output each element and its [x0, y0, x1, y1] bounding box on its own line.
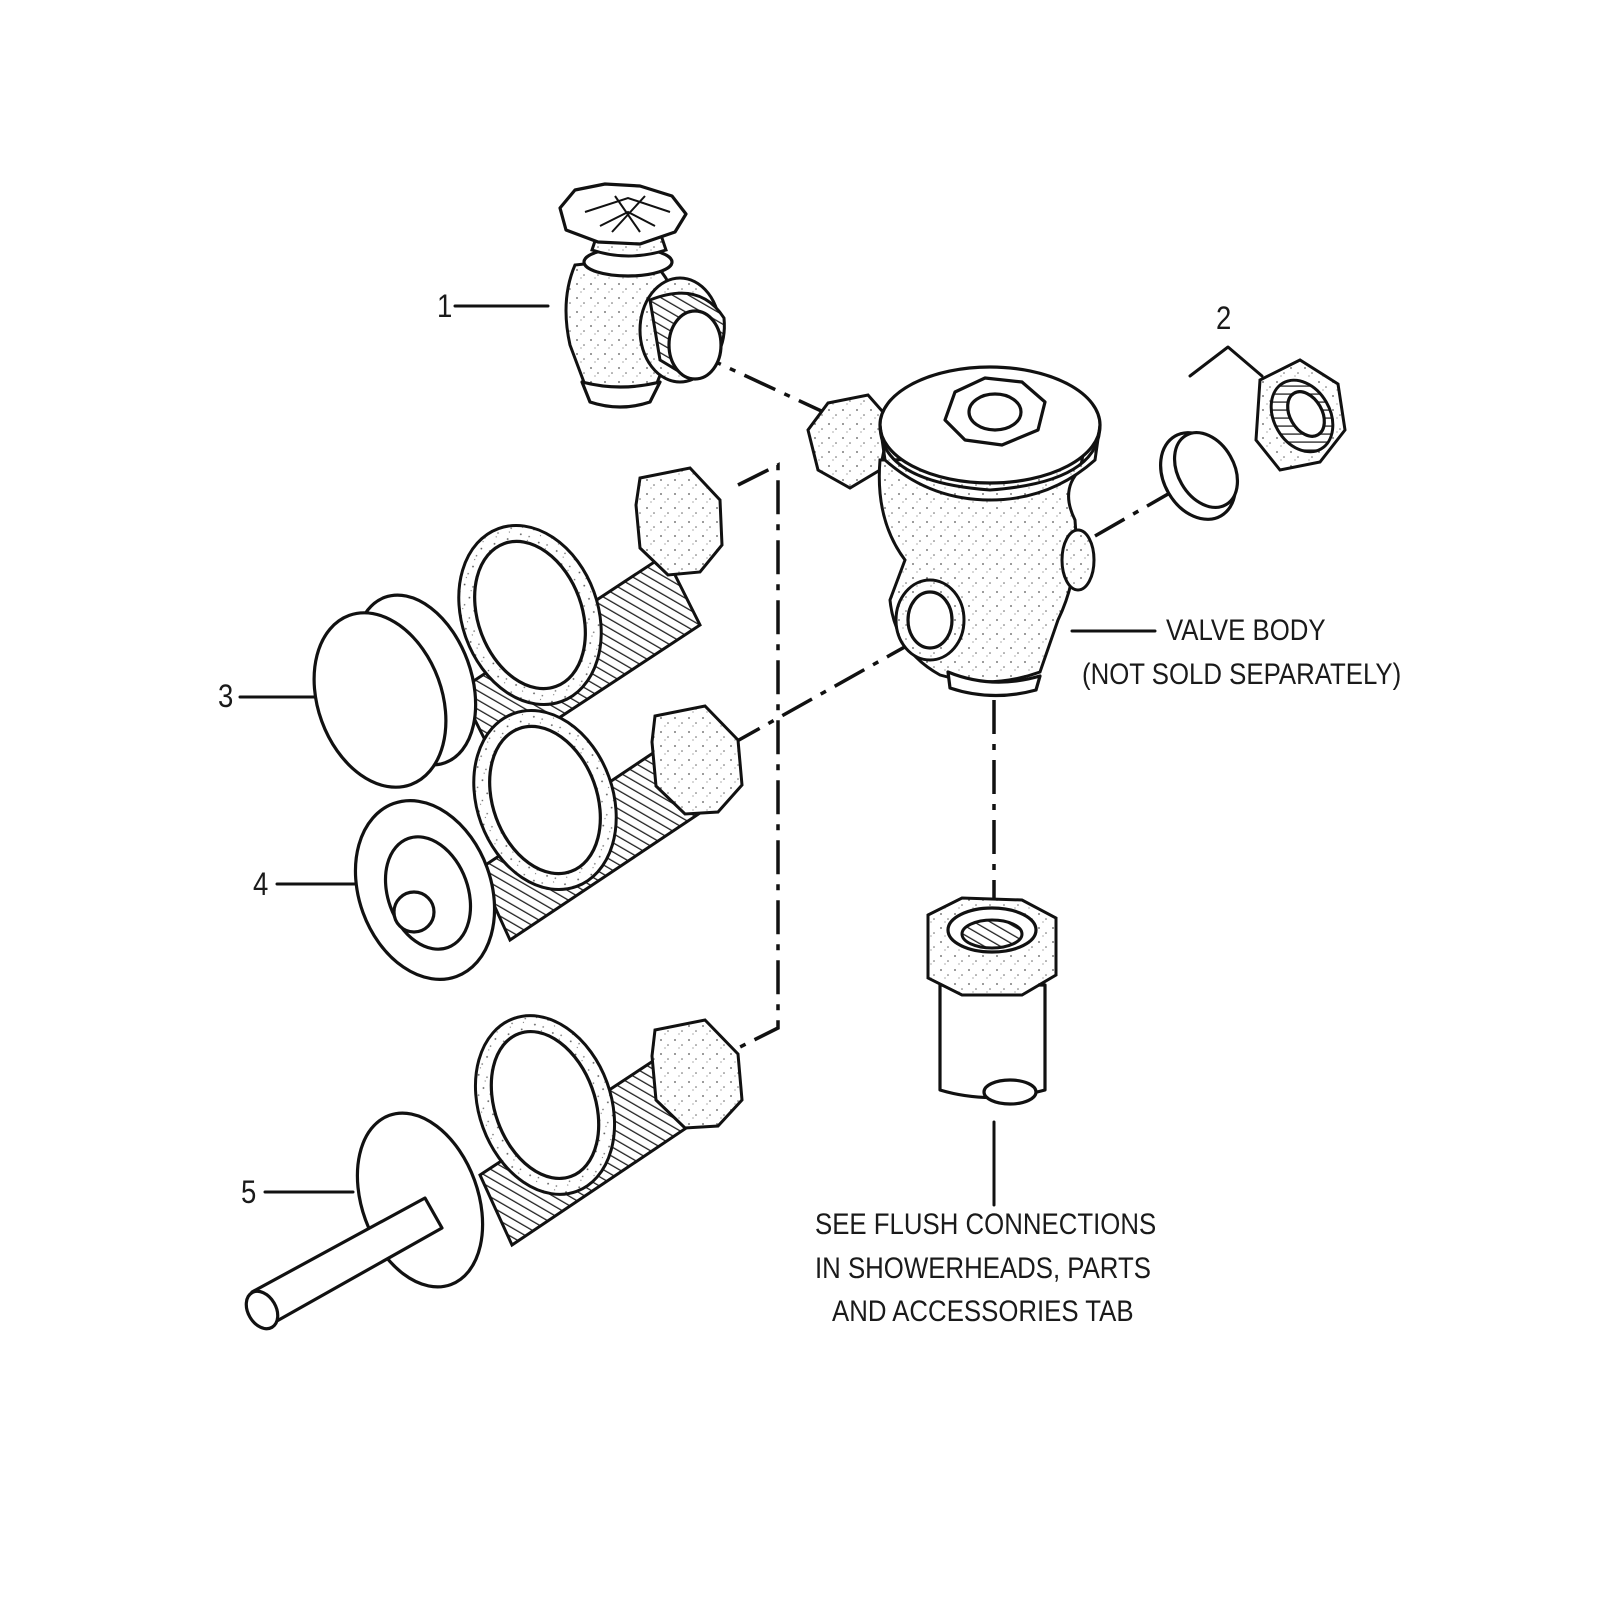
flush-note-line-2: IN SHOWERHEADS, PARTS	[815, 1252, 1151, 1285]
cap-icon	[312, 611, 448, 789]
flush-note-line-1: SEE FLUSH CONNECTIONS	[815, 1208, 1157, 1241]
callout-1: 1	[437, 288, 453, 324]
flush-note-line-3: AND ACCESSORIES TAB	[832, 1295, 1134, 1328]
dash-body-to-cap	[1094, 488, 1176, 538]
callout-4: 4	[253, 866, 269, 902]
angle-stop-valve	[558, 182, 726, 409]
not-sold-separately-label: (NOT SOLD SEPARATELY)	[1082, 658, 1402, 691]
callout-5: 5	[241, 1174, 257, 1210]
leader-2	[1188, 345, 1264, 378]
dash-tailpiece-bracket	[737, 462, 780, 1050]
leader-lines	[238, 304, 1264, 1207]
valve-body	[806, 365, 1102, 698]
tailpiece-with-rod	[244, 1014, 744, 1331]
tailpiece-with-cap	[312, 466, 724, 789]
cap-and-nut	[1159, 358, 1347, 521]
dash-body-to-tailpiece	[729, 628, 936, 747]
tailpiece-with-adapter	[353, 704, 744, 981]
valve-body-label: VALVE BODY	[1166, 614, 1326, 647]
flush-connection	[926, 896, 1058, 1106]
callout-3: 3	[218, 678, 234, 714]
callout-2: 2	[1216, 300, 1232, 336]
